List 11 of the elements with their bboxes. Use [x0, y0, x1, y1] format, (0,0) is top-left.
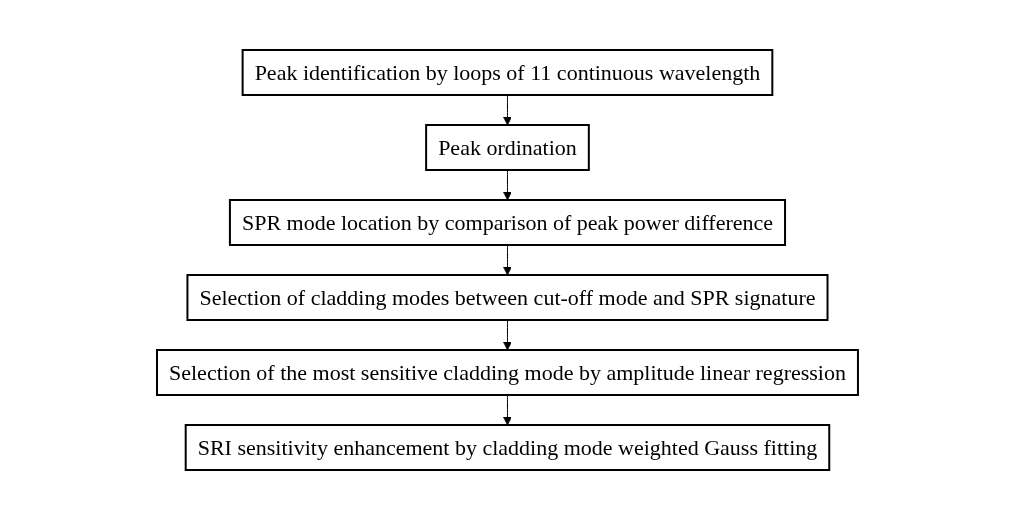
node-box: Peak identification by loops of 11 continuous wavelength	[241, 48, 773, 96]
arrow	[502, 169, 512, 200]
node-box: Peak ordination	[424, 123, 590, 171]
node-box: Selection of the most sensitive cladding mode by amplitude linear regression	[155, 348, 859, 396]
arrow	[502, 319, 512, 350]
arrow	[502, 94, 512, 125]
arrow	[502, 394, 512, 425]
node-box: SRI sensitivity enhancement by cladding mode weighted Gauss fitting	[184, 423, 830, 471]
node-box: Selection of cladding modes between cut-off mode and SPR signature	[185, 273, 829, 321]
node-box: SPR mode location by comparison of peak power difference	[228, 198, 786, 246]
arrow	[502, 244, 512, 275]
